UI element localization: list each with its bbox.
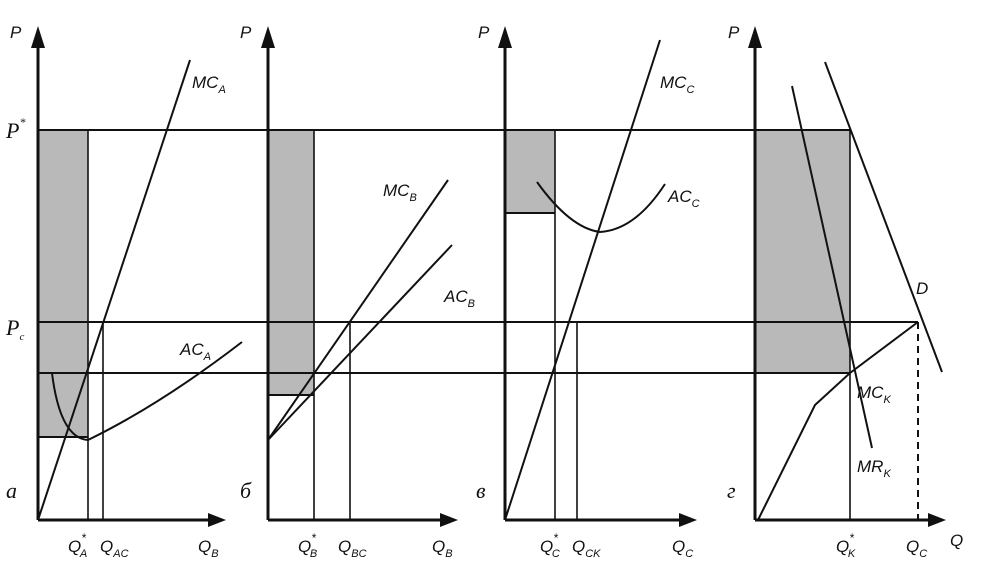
- panel-a-pc-label: Pc: [5, 315, 24, 343]
- panel-d-mr-label: MRK: [857, 457, 891, 480]
- panel-d-mc-label: MCK: [857, 383, 891, 406]
- panel-d-x-arrow: [928, 513, 946, 527]
- panel-a-letter: a: [6, 478, 17, 503]
- panel-b-y-label: P: [240, 23, 252, 42]
- panel-c-q-star-label: Q*C: [540, 531, 560, 560]
- panel-c-letter: в: [476, 478, 486, 503]
- panel-b-mc-label: MCB: [383, 181, 417, 204]
- panel-b: P MCB ACB б Q*B QBC QB: [240, 23, 475, 560]
- panel-a-y-label: P: [10, 23, 22, 42]
- panel-a-ac-label: ACA: [179, 340, 211, 363]
- panel-d-mr-curve: [791, 85, 873, 449]
- panel-c-ac-label: ACC: [667, 187, 700, 210]
- panel-a-mc-curve: [37, 59, 191, 521]
- panel-d: P D MCK MRK г Q*K QC Q: [727, 23, 963, 560]
- panel-d-mc-curve: [757, 321, 919, 521]
- panel-a-x-arrow: [208, 513, 226, 527]
- panel-d-qc-label: QC: [906, 537, 927, 560]
- panel-c-qck-label: QCK: [572, 537, 601, 560]
- panel-b-qbc-label: QBC: [338, 537, 367, 560]
- panel-c-y-label: P: [478, 23, 490, 42]
- panel-c-ac-curve: [536, 181, 666, 234]
- panel-a-upper-shade: [38, 130, 88, 373]
- panel-a-qb-label: QB: [198, 537, 219, 560]
- panel-d-letter: г: [727, 478, 736, 503]
- panel-d-y-arrow: [748, 26, 762, 48]
- panel-c-profit-shade: [505, 130, 555, 213]
- panel-c-qc-label: QC: [672, 537, 693, 560]
- panel-b-ac-label: ACB: [443, 287, 475, 310]
- panel-b-qb-label: QB: [432, 537, 453, 560]
- panel-c-mc-label: MCC: [660, 73, 694, 96]
- panel-a-y-arrow: [31, 26, 45, 48]
- panel-d-q-axis-label: Q: [950, 531, 963, 550]
- panel-c-x-arrow: [679, 513, 697, 527]
- panel-d-demand-label: D: [916, 279, 928, 298]
- panel-b-upper-shade: [268, 130, 314, 373]
- panel-d-upper-shade: [755, 130, 850, 322]
- panel-c-y-arrow: [498, 26, 512, 48]
- panel-b-y-arrow: [261, 26, 275, 48]
- panel-b-letter: б: [240, 478, 252, 503]
- panel-a-qac-label: QAC: [100, 537, 129, 560]
- panel-b-ac-curve: [267, 244, 453, 441]
- panel-b-q-star-label: Q*B: [298, 531, 317, 560]
- panel-d-y-label: P: [728, 23, 740, 42]
- panel-a: P P* Pc MCA ACA a Q*A QAC QB: [5, 23, 243, 560]
- panel-d-q-star-label: Q*K: [836, 531, 856, 560]
- shared-price-lines: [38, 129, 918, 374]
- panel-b-mc-curve: [267, 179, 449, 441]
- panel-c-mc-curve: [504, 39, 661, 521]
- panel-a-q-star-label: Q*A: [68, 531, 87, 560]
- panel-d-lower-shade: [755, 322, 850, 373]
- panel-d-demand-curve: [824, 61, 943, 373]
- panel-a-lower-shade: [38, 373, 88, 437]
- panel-c: P MCC ACC в Q*C QCK QC: [476, 23, 700, 560]
- panel-a-p-star-label: P*: [5, 115, 25, 143]
- panel-b-x-arrow: [440, 513, 458, 527]
- panel-a-mc-label: MCA: [192, 73, 226, 96]
